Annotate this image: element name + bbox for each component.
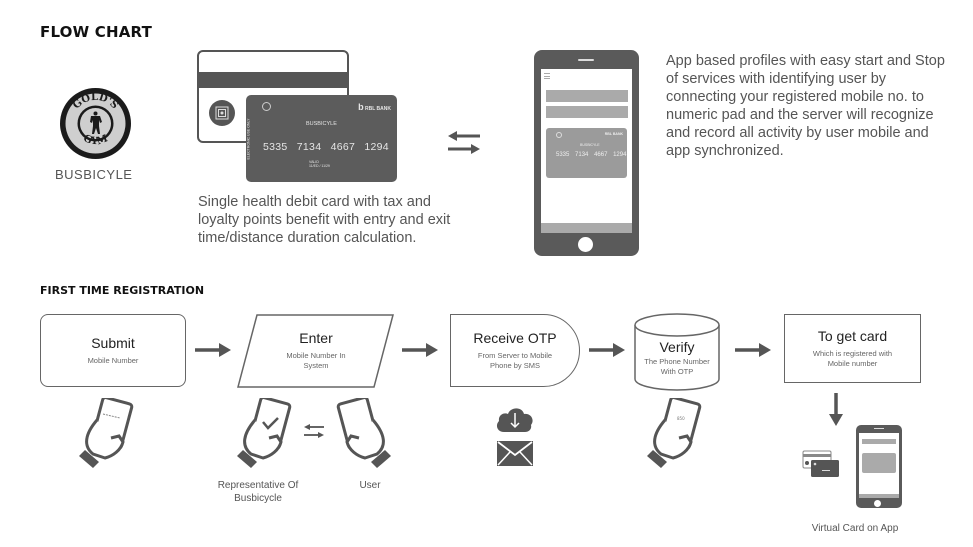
card-number: 5335 7134 4667 1294: [263, 141, 389, 153]
step-receive-otp: Receive OTP From Server to Mobile Phone …: [450, 314, 580, 387]
exchange-arrows-icon: [304, 424, 324, 438]
step-enter-shape: [237, 314, 394, 388]
contactless-chip-icon: [209, 100, 235, 126]
menu-icon: [544, 73, 550, 79]
page-title: FLOW CHART: [40, 23, 153, 41]
cloud-download-icon: [496, 408, 533, 432]
screen-footer: [541, 223, 632, 233]
svg-text:850: 850: [677, 416, 685, 421]
cards-icon: [802, 450, 839, 477]
card-side-text: ELECTRONIC USE ONLY: [246, 118, 251, 160]
golds-gym-logo: GOLD'S GYM: [60, 88, 131, 159]
phone-screen: RBL BANK BUSBICYLE 5335 7134 4667 1294: [541, 69, 632, 233]
bodybuilder-icon: [90, 111, 102, 134]
step-verify: Verify The Phone Number With OTP: [644, 338, 710, 376]
section-title: FIRST TIME REGISTRATION: [40, 284, 205, 297]
home-button: [578, 237, 593, 252]
hand-phone-user-icon: [336, 398, 391, 468]
brand-name: BUSBICYLE: [55, 167, 133, 182]
mail-icon: [497, 441, 533, 466]
hand-phone-otp-icon: 850: [647, 398, 702, 468]
input-field: [546, 106, 628, 118]
step-submit: Submit Mobile Number: [40, 314, 186, 387]
app-description: App based profiles with easy start and S…: [666, 53, 945, 159]
virtual-card: RBL BANK BUSBICYLE 5335 7134 4667 1294: [546, 128, 627, 178]
magnetic-stripe: [199, 72, 347, 88]
arrow-down-icon: [829, 393, 843, 426]
hand-phone-icon: [79, 398, 134, 468]
hand-phone-check-icon: [237, 398, 292, 468]
arrow-right-icon: [195, 343, 231, 357]
card-description: Single health debit card with tax and lo…: [198, 194, 451, 246]
step-enter: Enter Mobile Number In System: [286, 330, 346, 370]
arrow-right-icon: [402, 343, 438, 357]
caption-virtual-card: Virtual Card on App: [811, 523, 899, 534]
exchange-arrows-icon: [448, 131, 480, 154]
arrow-right-icon: [589, 343, 625, 357]
bank-logo: b RBL BANK: [358, 102, 391, 112]
virtual-card-phone-icon: [856, 425, 902, 508]
globe-icon: [556, 132, 562, 138]
caption-user: User: [359, 480, 381, 491]
mini-card-number: 5335 7134 4667 1294: [556, 152, 627, 158]
mobile-app-mockup: RBL BANK BUSBICYLE 5335 7134 4667 1294: [534, 50, 639, 256]
card-validity: VALID 11/ED / 11/29: [309, 160, 330, 168]
logo-bottom-text: GYM: [82, 133, 110, 147]
arrow-right-icon: [735, 343, 771, 357]
debit-card-front: b RBL BANK BUSBICYLE ELECTRONIC USE ONLY…: [246, 95, 397, 182]
caption-representative: Representative Of Busbicycle: [217, 480, 299, 504]
logo-top-text: GOLD'S: [71, 92, 120, 111]
svg-text:GOLD'S: GOLD'S: [71, 92, 120, 111]
card-brand: BUSBICYLE: [306, 121, 337, 127]
globe-icon: [262, 102, 271, 111]
step-verify-cylinder: [634, 313, 720, 391]
step-get-card: To get card Which is registered with Mob…: [784, 314, 921, 383]
speaker: [578, 59, 594, 61]
input-field: [546, 90, 628, 102]
svg-text:GYM: GYM: [82, 133, 110, 147]
